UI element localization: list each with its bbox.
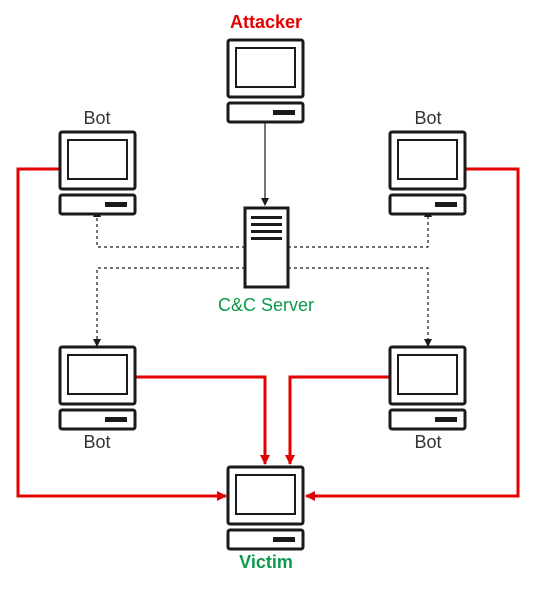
bot-top-left-computer-icon xyxy=(58,130,137,216)
control-link-top xyxy=(93,209,245,248)
attacker-computer-icon xyxy=(226,38,305,124)
control-links xyxy=(93,209,432,347)
bot-top-right-label: Bot xyxy=(414,108,442,128)
attack-link-bottom-left xyxy=(136,375,270,465)
attack-link-top-left xyxy=(16,167,227,501)
control-link-top-right xyxy=(288,209,432,248)
attacker-label: Attacker xyxy=(229,12,303,32)
control-link-bottom-right xyxy=(288,267,432,347)
bot-top-right-computer-icon xyxy=(388,130,467,216)
attack-link-bottom-right xyxy=(285,375,390,465)
bot-bottom-left-computer-icon xyxy=(58,345,137,431)
bot-bottom-right-label: Bot xyxy=(414,432,442,452)
bot-bottom-left-label: Bot xyxy=(83,432,111,452)
control-link-bottom xyxy=(93,267,245,347)
victim-label: Victim xyxy=(239,552,293,572)
cnc-server-label: C&C Server xyxy=(217,295,315,315)
attack-link-top-right xyxy=(305,167,520,501)
cnc-server-icon xyxy=(243,206,290,289)
attack-links xyxy=(16,167,520,501)
bot-bottom-right-computer-icon xyxy=(388,345,467,431)
bot-top-left-label: Bot xyxy=(83,108,111,128)
victim-computer-icon xyxy=(226,465,305,551)
